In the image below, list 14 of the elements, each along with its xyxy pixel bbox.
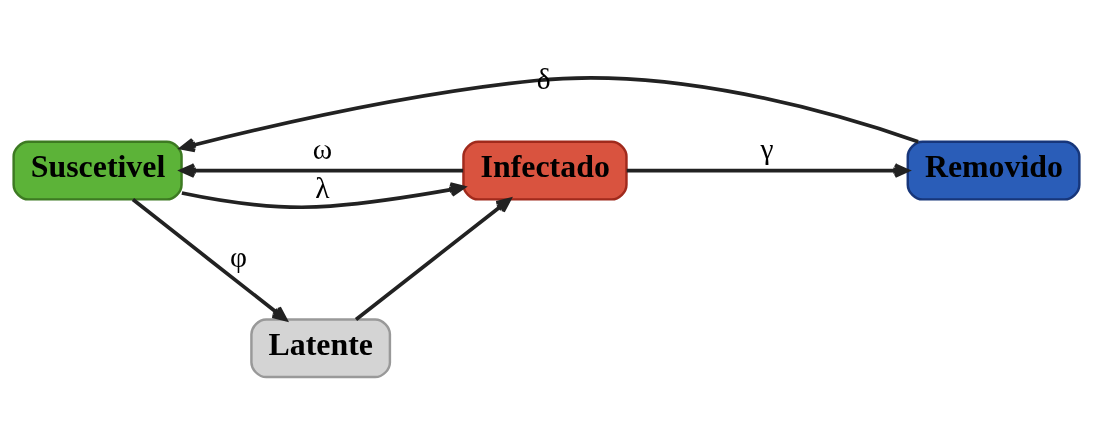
edge-label: φ <box>230 241 248 274</box>
node-box: Removido <box>906 140 1081 201</box>
node-box: Suscetivel <box>12 140 183 201</box>
arrow <box>131 198 288 322</box>
edge-label: λ <box>315 171 330 204</box>
arrow <box>626 163 910 178</box>
node-box: Latente <box>250 318 392 379</box>
arrow <box>181 182 466 210</box>
node-box: Infectado <box>462 140 628 201</box>
arrow <box>354 197 512 321</box>
edge-label: ω <box>312 132 333 165</box>
edge-label: γ <box>760 132 774 165</box>
arrow <box>179 76 919 153</box>
arrow <box>179 163 464 178</box>
